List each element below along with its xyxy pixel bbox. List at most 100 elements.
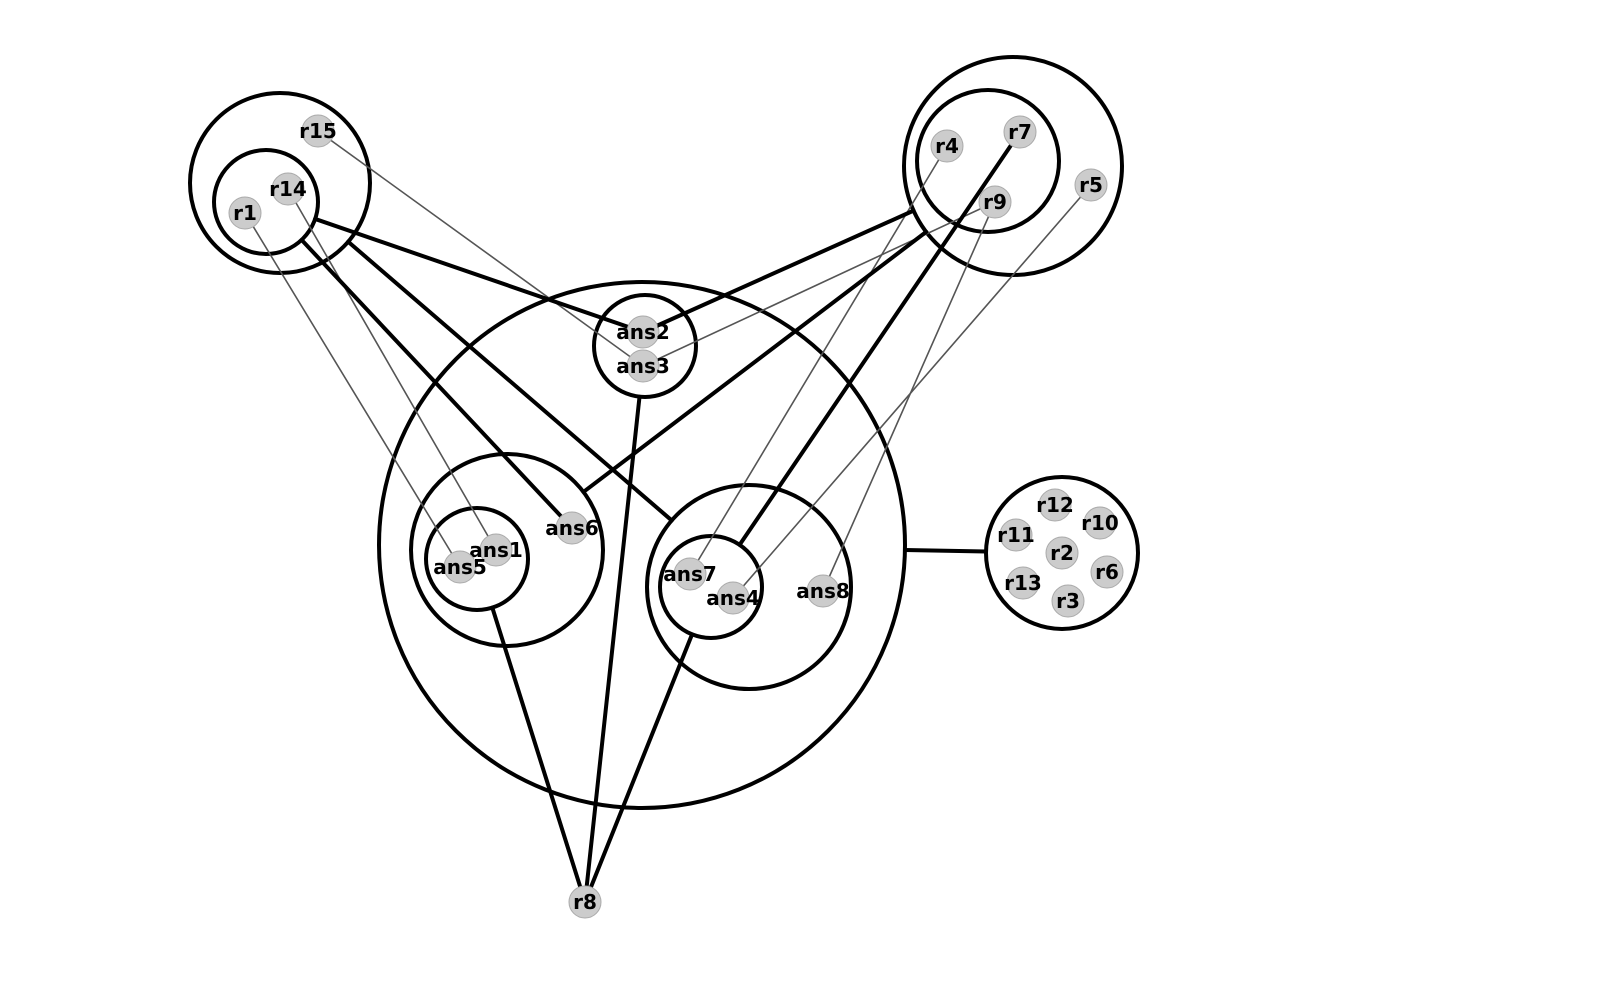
edge-r9-to-ans3: [642, 201, 996, 367]
node-ans2: ans2: [616, 315, 670, 349]
edge-center-big-to-right-cluster: [902, 548, 989, 554]
node-marker: [1051, 584, 1085, 618]
node-marker: [1045, 536, 1079, 570]
node-ans6: ans6: [545, 511, 599, 545]
node-marker: [1083, 506, 1117, 540]
node-marker: [626, 315, 660, 349]
group-circle-ans2-ans3: [592, 293, 698, 399]
edge-ans1-ans5-to-r8: [490, 605, 587, 904]
edge-top-left-inner-to-ans6: [299, 237, 574, 530]
node-label: r8: [573, 890, 597, 914]
node-label: r5: [1079, 173, 1103, 197]
node-label: r1: [233, 201, 257, 225]
node-marker: [1006, 566, 1040, 600]
node-label: r6: [1095, 560, 1119, 584]
node-r4: r4: [930, 129, 964, 163]
node-marker: [626, 349, 660, 383]
edge-top-left-outer-to-right-mid: [346, 239, 674, 523]
edge-top-right-outer-to-ans2: [641, 208, 916, 334]
node-r14: r14: [269, 172, 307, 206]
node-label: r14: [269, 177, 307, 201]
node-r15: r15: [299, 114, 337, 148]
node-marker: [301, 114, 335, 148]
node-marker: [568, 885, 602, 919]
node-marker: [1074, 168, 1108, 202]
node-label: r12: [1036, 493, 1074, 517]
node-r12: r12: [1036, 488, 1074, 522]
node-label: r3: [1056, 589, 1080, 613]
edge-r5-to-ans4: [732, 184, 1092, 599]
node-marker: [806, 574, 840, 608]
node-marker: [978, 185, 1012, 219]
node-label: r9: [983, 190, 1007, 214]
edge-ans2-ans3-to-r8: [583, 394, 642, 904]
node-r8: r8: [568, 885, 602, 919]
node-marker: [271, 172, 305, 206]
node-marker: [479, 533, 513, 567]
node-label: r7: [1008, 120, 1032, 144]
node-marker: [1090, 555, 1124, 589]
edge-r1-to-ans5: [244, 212, 461, 568]
edge-r9-to-ans8: [822, 201, 996, 592]
node-marker: [1003, 115, 1037, 149]
group-circle-top-right-inner: [915, 88, 1061, 234]
node-label: ans8: [796, 579, 850, 603]
group-circle-top-left-inner: [212, 148, 320, 256]
node-r13: r13: [1004, 566, 1042, 600]
group-circle-ans1-ans5: [424, 506, 530, 612]
edge-r4-to-ans7: [689, 145, 948, 575]
group-circle-center-big: [377, 280, 907, 810]
node-label: r15: [299, 119, 337, 143]
node-ans3: ans3: [616, 349, 670, 383]
node-marker: [999, 518, 1033, 552]
node-ans4: ans4: [706, 581, 760, 615]
node-label: ans5: [433, 555, 487, 579]
node-marker: [930, 129, 964, 163]
node-marker: [228, 196, 262, 230]
node-label: ans4: [706, 586, 760, 610]
node-marker: [673, 557, 707, 591]
node-r7: r7: [1003, 115, 1037, 149]
group-circle-ans7-ans4: [658, 534, 764, 640]
edge-top-right-outer-to-left-mid: [581, 229, 929, 494]
group-circle-top-right-outer: [902, 55, 1124, 277]
edge-layer: [244, 130, 1092, 904]
node-label: r10: [1081, 511, 1119, 535]
node-marker: [716, 581, 750, 615]
node-label: r2: [1050, 541, 1074, 565]
node-label: r11: [997, 523, 1035, 547]
edge-ans7-ans4-to-r8: [583, 632, 695, 904]
node-label: ans2: [616, 320, 670, 344]
node-ans1: ans1: [469, 533, 523, 567]
group-circle-right-mid: [645, 483, 853, 691]
edge-r14-to-ans1: [287, 188, 497, 551]
node-label: r4: [935, 134, 959, 158]
node-r11: r11: [997, 518, 1035, 552]
node-label: ans1: [469, 538, 523, 562]
node-ans8: ans8: [796, 574, 850, 608]
group-circle-left-mid: [409, 452, 605, 648]
node-label: r13: [1004, 571, 1042, 595]
node-r6: r6: [1090, 555, 1124, 589]
node-label: ans6: [545, 516, 599, 540]
node-ans5: ans5: [433, 550, 487, 584]
node-r1: r1: [228, 196, 262, 230]
node-r2: r2: [1045, 536, 1079, 570]
node-marker: [555, 511, 589, 545]
group-circle-top-left-outer: [188, 91, 372, 275]
node-r9: r9: [978, 185, 1012, 219]
node-r3: r3: [1051, 584, 1085, 618]
node-marker: [1038, 488, 1072, 522]
node-r10: r10: [1081, 506, 1119, 540]
edge-top-left-inner-to-ans2: [313, 216, 645, 334]
node-r5: r5: [1074, 168, 1108, 202]
edge-r7-to-ans7-ans4: [737, 130, 1022, 547]
node-label: ans7: [663, 562, 717, 586]
node-marker: [443, 550, 477, 584]
edge-r15-to-ans3: [317, 130, 644, 367]
node-label: ans3: [616, 354, 670, 378]
node-ans7: ans7: [663, 557, 717, 591]
